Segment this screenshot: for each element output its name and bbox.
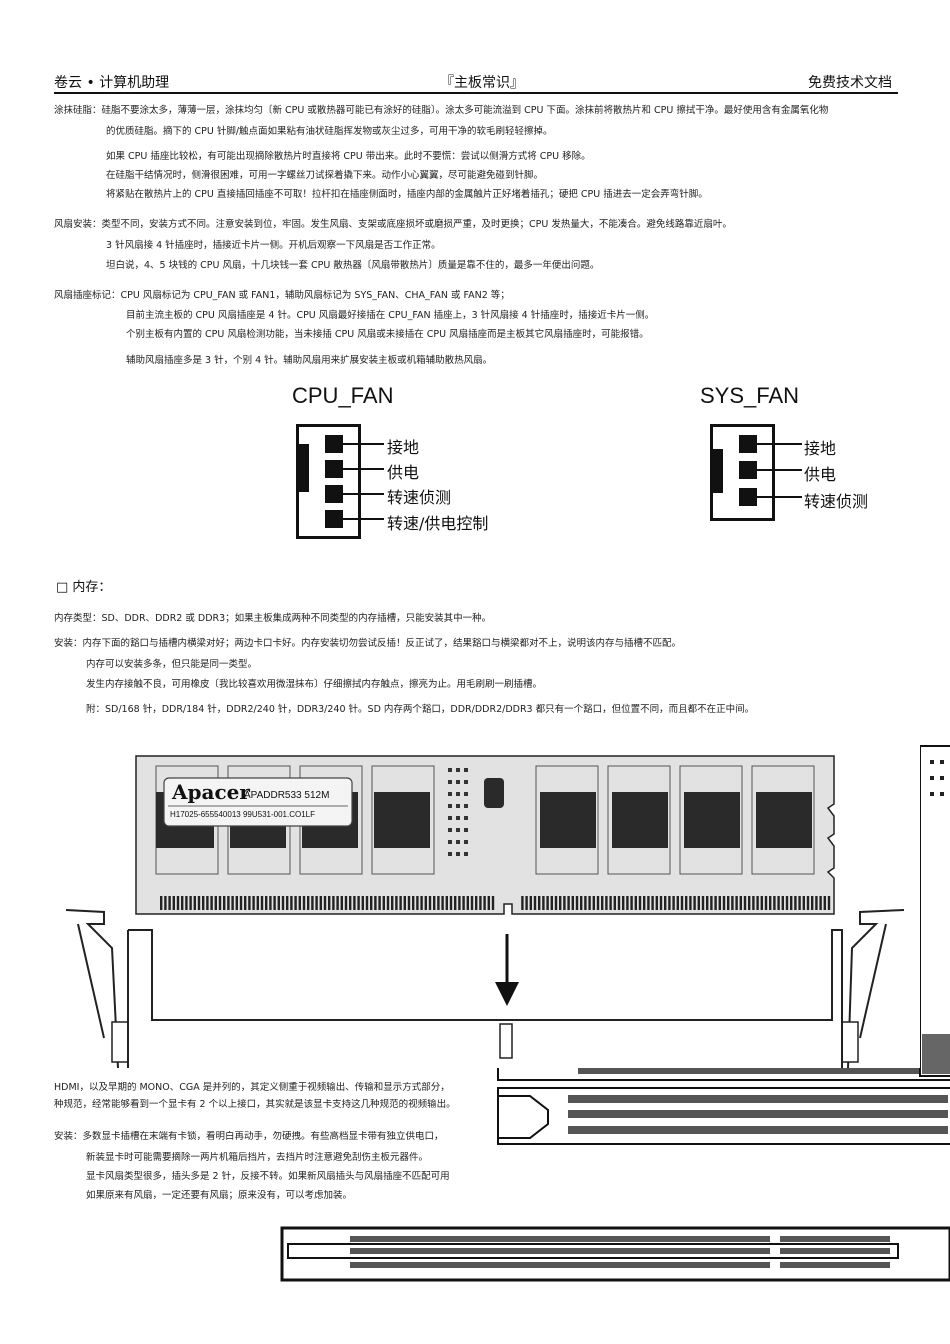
loose-socket-line-1: 如果 CPU 插座比较松，有可能出现摘除散热片时直接将 CPU 带出来。此时不要… (106, 151, 591, 162)
graphics-install-line-1: 安装：多数显卡插槽在末端有卡锁，看明白再动手，勿硬拽。有些高档显卡带有独立供电口… (54, 1131, 444, 1142)
memory-many-line: 内存可以安装多条，但只能是同一类型。 (86, 659, 258, 670)
memory-heading: □ 内存： (56, 580, 112, 595)
grease-paragraph-cont: 的优质硅脂。摘下的 CPU 针脚/触点面如果粘有油状硅脂挥发物或灰尘过多，可用干… (106, 126, 553, 137)
header-left: 卷云 • 计算机助理 (54, 75, 170, 91)
cpu-fan-title: CPU_FAN (292, 383, 394, 408)
sys-fan-pin-3-label: 转速侦测 (804, 492, 869, 511)
header-right: 免费技术文档 (808, 75, 892, 91)
ram-brand-label: Apacer (172, 780, 250, 804)
pcie-slot-illustration (280, 1226, 950, 1282)
cpu-fan-pin-1-label: 接地 (387, 438, 420, 457)
graphics-line-2: 种规范，经常能够看到一个显卡有 2 个以上接口，其实就是该显卡支持这几种规范的视… (54, 1099, 456, 1110)
ram-contact-pins (160, 896, 831, 910)
cpu-fan-connector (296, 424, 384, 539)
loose-socket-line-2: 在硅脂干结情况时，侧滑很困难，可用一字螺丝刀试探着撬下来。动作小心翼翼，尽可能避… (106, 170, 544, 181)
fan-header-line-2: 目前主流主板的 CPU 风扇插座是 4 针。CPU 风扇最好接插在 CPU_FA… (126, 310, 655, 321)
fan-header-line-4: 辅助风扇插座多是 3 针，个别 4 针。辅助风扇用来扩展安装主板或机箱辅助散热风… (126, 355, 493, 366)
sys-fan-connector (710, 424, 802, 521)
header-rule (54, 92, 898, 94)
fan-install-line-3: 坦白说，4、5 块钱的 CPU 风扇，十几块钱一套 CPU 散热器〔风扇带散热片… (106, 260, 600, 271)
ram-install-illustration (52, 738, 920, 1068)
fan-install-line-1: 风扇安装：类型不同，安装方式不同。注意安装到位，牢固。发生风扇、支架或底座损坏或… (54, 219, 732, 230)
sys-fan-title: SYS_FAN (700, 383, 800, 408)
cpu-fan-pin-3-label: 转速侦测 (387, 488, 452, 507)
grease-paragraph: 涂抹硅脂：硅脂不要涂太多，薄薄一层，涂抹均匀〔新 CPU 或散热器可能已有涂好的… (54, 105, 829, 116)
fan-header-line-3: 个别主板有内置的 CPU 风扇检测功能，当未接插 CPU 风扇或未接插在 CPU… (126, 329, 649, 340)
graphics-install-line-3: 显卡风扇类型很多，插头多是 2 针，反接不转。如果新风扇插头与风扇插座不匹配可用 (86, 1171, 450, 1182)
memory-type-line: 内存类型：SD、DDR、DDR2 或 DDR3；如果主板集成两种不同类型的内存插… (54, 613, 492, 624)
cpu-fan-pin-4-label: 转速/供电控制 (387, 514, 489, 533)
memory-note-line: 附：SD/168 针，DDR/184 针，DDR2/240 针，DDR3/240… (86, 704, 755, 715)
graphics-line-1: HDMI，以及早期的 MONO、CGA 是并列的，其定义侧重于视频输出、传输和显… (54, 1082, 450, 1093)
memory-contact-line: 发生内存接触不良，可用橡皮〔我比较喜欢用微湿抹布〕仔细擦拭内存触点，擦亮为止。用… (86, 679, 543, 690)
cpu-fan-pin-2-label: 供电 (387, 463, 420, 482)
ram-serial-label: H17025-655540013 99U531-001.CO1LF (170, 810, 315, 819)
graphics-install-line-4: 如果原来有风扇，一定还要有风扇；原来没有，可以考虑加装。 (86, 1190, 353, 1201)
header-center: 『主板常识』 (440, 75, 524, 91)
sys-fan-pin-2-label: 供电 (804, 465, 837, 484)
loose-socket-line-3: 将紧贴在散热片上的 CPU 直接插回插座不可取！拉杆扣在插座侧面时，插座内部的金… (106, 189, 708, 200)
sys-fan-pin-1-label: 接地 (804, 439, 837, 458)
fan-header-line-1: 风扇插座标记：CPU 风扇标记为 CPU_FAN 或 FAN1，辅助风扇标记为 … (54, 290, 510, 301)
ram-model-label: APADDR533 512M (244, 790, 330, 801)
memory-install-line: 安装：内存下面的豁口与插槽内横梁对好；两边卡口卡好。内存安装切勿尝试反插！反正试… (54, 638, 682, 649)
fan-install-line-2: 3 针风扇接 4 针插座时，插接近卡片一侧。开机后观察一下风扇是否工作正常。 (106, 240, 441, 251)
graphics-install-line-2: 新装显卡时可能需要摘除一两片机箱后挡片，去挡片时注意避免刮伤主板元器件。 (86, 1152, 429, 1163)
side-slot-edge (919, 745, 950, 1077)
